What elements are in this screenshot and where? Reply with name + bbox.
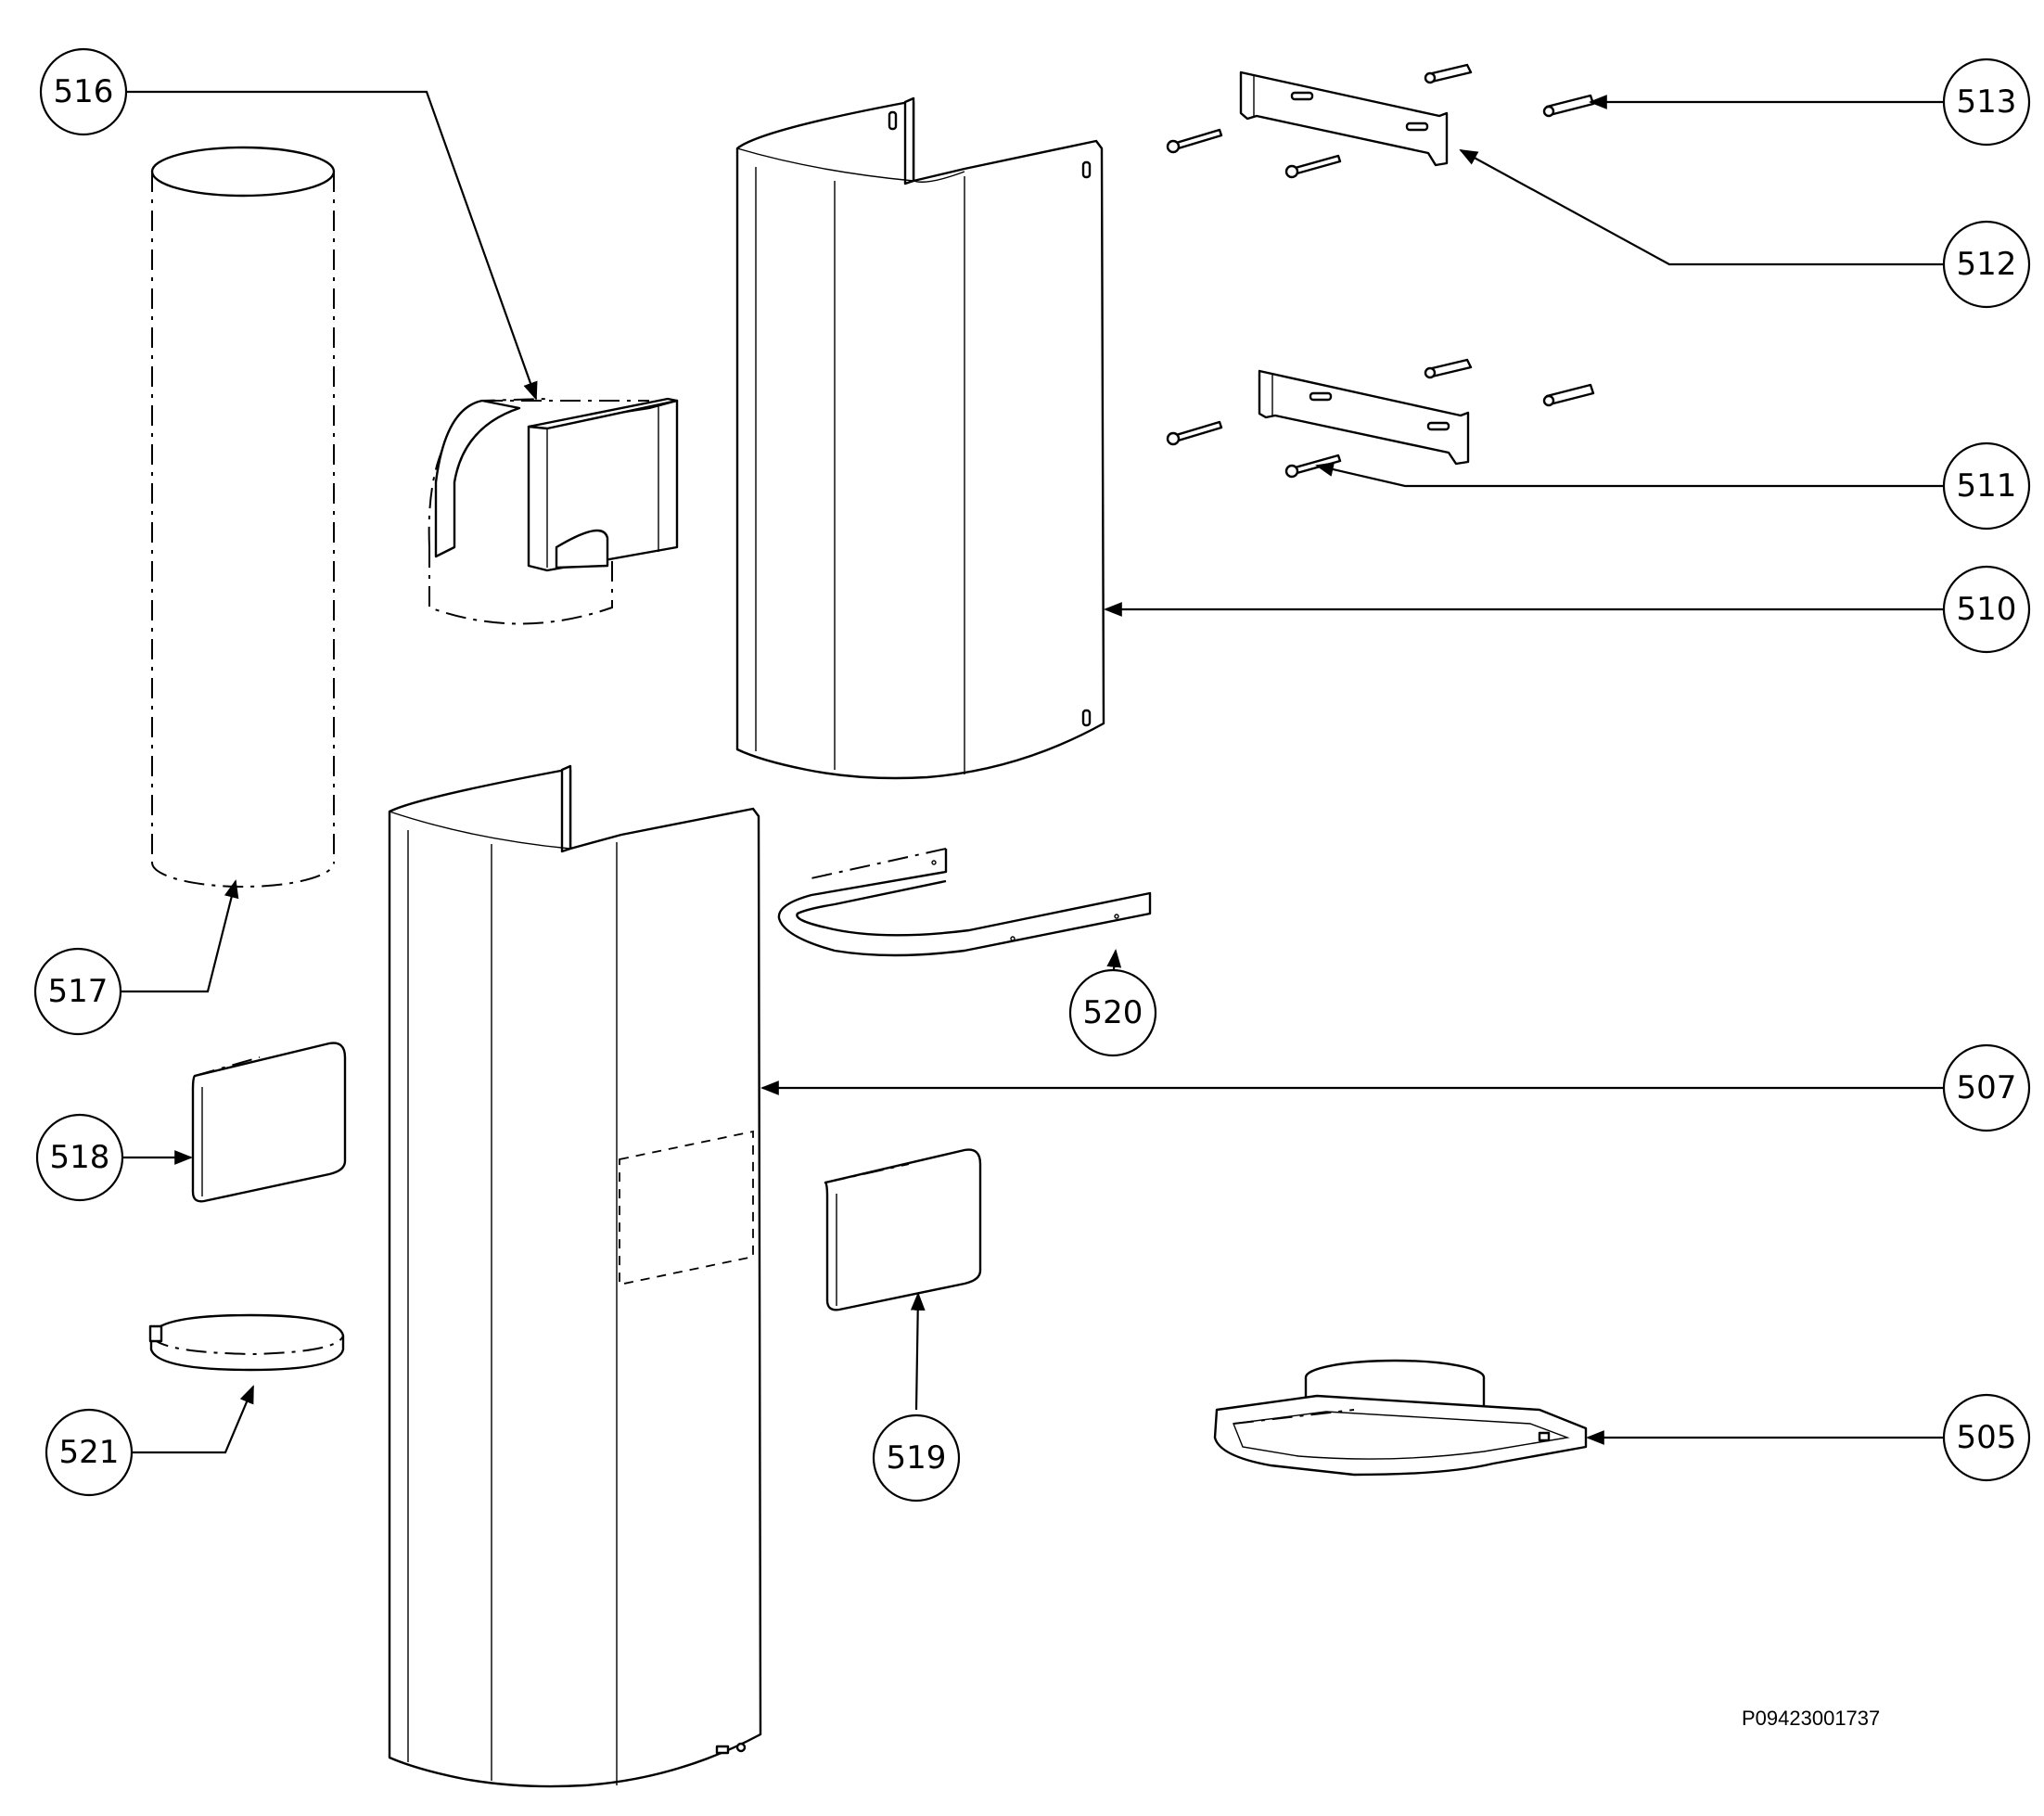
part-520-u-bracket xyxy=(777,848,1152,957)
svg-text:513: 513 xyxy=(1957,83,2017,121)
leader-517 xyxy=(121,879,239,993)
svg-text:518: 518 xyxy=(50,1139,110,1176)
callout-505: 505 xyxy=(1942,1393,2031,1482)
callout-510: 510 xyxy=(1942,565,2031,654)
callout-507: 507 xyxy=(1942,1043,2031,1132)
part-510-upper-chimney-cover xyxy=(735,96,1105,780)
svg-text:511: 511 xyxy=(1957,467,2017,505)
part-517-duct-pipe xyxy=(150,146,336,888)
callout-517: 517 xyxy=(33,947,122,1036)
callout-511: 511 xyxy=(1942,441,2031,531)
svg-text:512: 512 xyxy=(1957,246,2017,283)
callout-519: 519 xyxy=(872,1413,961,1503)
svg-text:521: 521 xyxy=(59,1434,120,1471)
part-511-lower-wall-bracket xyxy=(1258,369,1470,466)
callout-518: 518 xyxy=(35,1113,124,1202)
callout-521: 521 xyxy=(45,1408,134,1497)
callout-513: 513 xyxy=(1942,58,2031,147)
svg-text:519: 519 xyxy=(887,1439,947,1477)
part-505-base-frame xyxy=(1213,1359,1588,1477)
svg-text:516: 516 xyxy=(54,73,114,110)
leader-521 xyxy=(131,1385,255,1454)
part-518-filter-cover xyxy=(191,1042,347,1203)
part-512-upper-wall-bracket xyxy=(1239,70,1449,167)
leader-511 xyxy=(1315,462,1945,488)
part-507-lower-chimney-cover xyxy=(388,764,762,1788)
drawing-code: P09423001737 xyxy=(1742,1707,1880,1730)
leader-516 xyxy=(126,90,538,401)
part-516-elbow-adapter xyxy=(428,397,679,625)
leader-519 xyxy=(910,1292,926,1411)
leader-lines xyxy=(121,90,1946,1454)
callout-516: 516 xyxy=(39,47,128,136)
svg-text:517: 517 xyxy=(48,973,109,1010)
svg-text:505: 505 xyxy=(1957,1419,2017,1456)
svg-text:520: 520 xyxy=(1083,994,1143,1031)
callout-520: 520 xyxy=(1068,968,1157,1057)
leader-512 xyxy=(1459,149,1945,266)
part-521-clamp-ring xyxy=(148,1313,345,1372)
callout-512: 512 xyxy=(1942,220,2031,309)
svg-text:510: 510 xyxy=(1957,591,2017,628)
part-519-filter-cover xyxy=(824,1148,982,1311)
svg-text:507: 507 xyxy=(1957,1069,2017,1106)
